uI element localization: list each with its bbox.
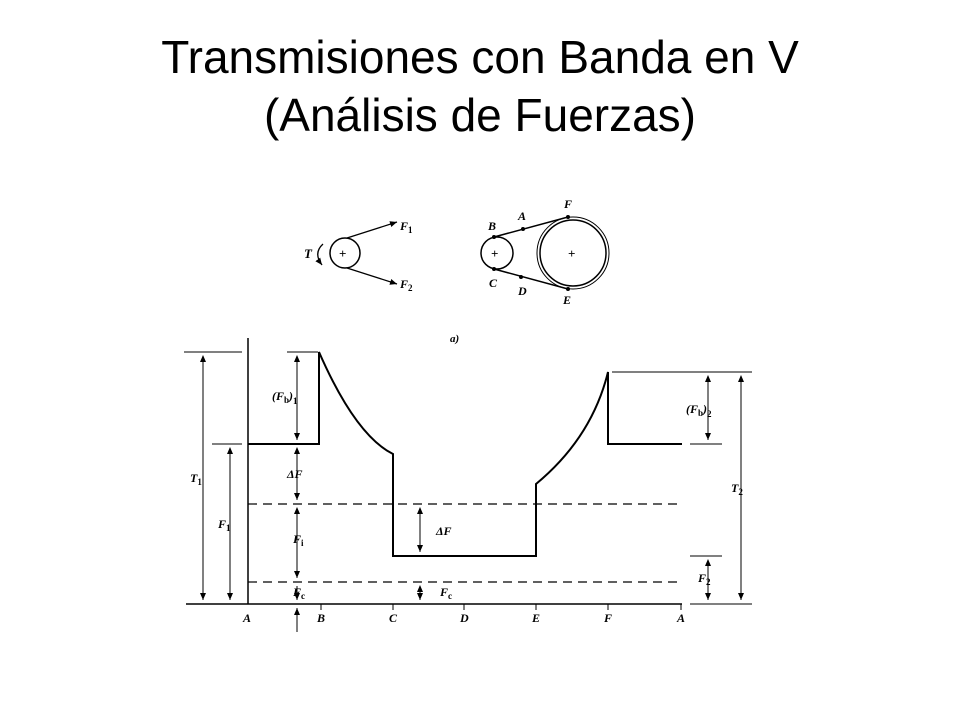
torque-label: T [304, 246, 313, 261]
label-fb1: (Fb)1 [272, 389, 298, 406]
belt-slack-side [493, 268, 569, 290]
label-fb2: (Fb)2 [686, 402, 712, 419]
pulley-circle [329, 237, 361, 269]
point-f-label: F [563, 197, 572, 211]
large-pulley-center: + [568, 246, 575, 261]
x-label-f: F [603, 611, 612, 625]
large-pulley-rim [536, 216, 610, 290]
figure-caption: a) [450, 333, 459, 345]
large-pulley [539, 219, 607, 287]
label-fc-left: Fc [292, 585, 305, 601]
x-labels: A B C D E F A [242, 611, 685, 625]
f1-label: F1 [399, 219, 413, 235]
point-d-dot [519, 275, 523, 279]
point-e-label: E [562, 293, 571, 307]
label-t2: T2 [731, 481, 743, 497]
point-b-label: B [487, 219, 496, 233]
point-c-dot [492, 267, 496, 271]
torque-arrow [315, 243, 324, 266]
point-d-label: D [517, 284, 527, 298]
label-f2: F2 [697, 571, 711, 587]
x-label-a-end: A [676, 611, 685, 625]
x-label-e: E [531, 611, 540, 625]
pulley-free-body: + T F1 F2 [304, 219, 413, 293]
point-a-dot [521, 227, 525, 231]
point-e-dot [566, 287, 570, 291]
x-label-d: D [459, 611, 469, 625]
force-f1-arrow [346, 221, 398, 239]
small-pulley-center: + [491, 246, 498, 261]
x-label-c: C [389, 611, 398, 625]
slide-title-line-2: (Análisis de Fuerzas) [263, 89, 697, 141]
point-a-label: A [517, 209, 526, 223]
x-label-a: A [242, 611, 251, 625]
belt-tight-side [493, 216, 569, 238]
point-f-dot [566, 215, 570, 219]
force-f2-arrow [346, 267, 398, 285]
slide-title-line-1: Transmisiones con Banda en V [161, 31, 799, 83]
label-delta-f-left: ΔF [286, 467, 303, 481]
label-t1: T1 [190, 471, 202, 487]
belt-drive-diagram: + + B A F C D E [480, 197, 610, 307]
force-plot: A B C D E F A [184, 338, 752, 632]
belt-force-curve [248, 351, 682, 557]
f2-label: F2 [399, 277, 413, 293]
slide-title: Transmisiones con Banda en V (Análisis d… [0, 28, 960, 144]
label-f1: F1 [217, 517, 231, 533]
pulley-center-mark: + [339, 246, 346, 261]
x-label-b: B [316, 611, 325, 625]
point-c-label: C [489, 276, 498, 290]
small-pulley [480, 236, 514, 270]
point-b-dot [492, 235, 496, 239]
label-fc-mid: Fc [439, 585, 452, 601]
label-delta-f-mid: ΔF [435, 524, 452, 538]
x-ticks [320, 604, 682, 610]
label-fi: Fi [292, 532, 304, 548]
